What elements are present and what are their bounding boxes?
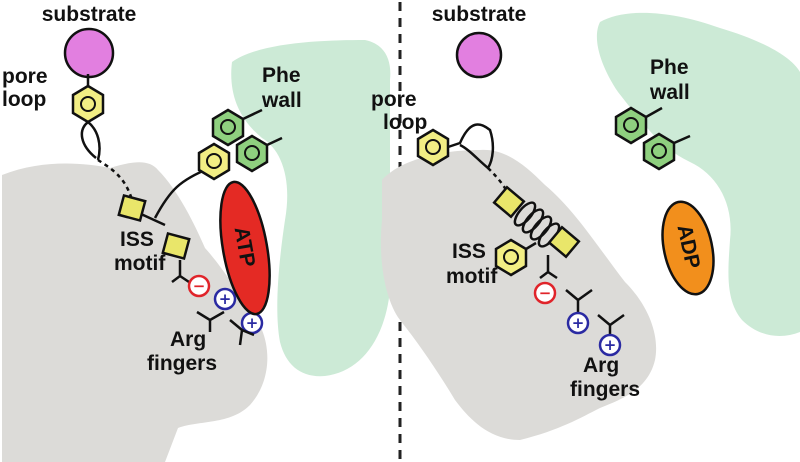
pore-loop-tyr-icon bbox=[71, 74, 105, 124]
pore-loop-tyr-icon bbox=[416, 128, 450, 167]
right-panel: substrate pore loop ISS motif − bbox=[371, 3, 800, 440]
iss-label: ISS bbox=[120, 228, 154, 251]
protein-body bbox=[380, 149, 657, 440]
phe-wall bbox=[596, 12, 800, 336]
substrate-icon bbox=[63, 27, 115, 79]
phe-wall bbox=[231, 40, 391, 377]
loop-label: loop bbox=[2, 88, 46, 111]
pore-loop-backbone bbox=[80, 120, 101, 161]
phe-ring-icon-2 bbox=[235, 134, 269, 173]
adp-icon bbox=[661, 200, 715, 296]
pore-loop-backbone bbox=[447, 123, 495, 170]
atp-icon bbox=[219, 180, 271, 316]
motif-label: motif bbox=[446, 265, 498, 288]
svg-text:+: + bbox=[572, 314, 585, 332]
iss-box-1 bbox=[117, 193, 147, 223]
arg-label: Arg bbox=[170, 328, 206, 351]
yellow-ring-icon bbox=[197, 142, 231, 181]
motif-label: motif bbox=[114, 252, 166, 275]
fingers-label: fingers bbox=[147, 352, 217, 375]
neg-charge-icon bbox=[533, 281, 557, 305]
iss-box-2 bbox=[161, 231, 191, 261]
pos-charge-icon-1 bbox=[213, 287, 237, 311]
iss-label: ISS bbox=[452, 240, 486, 263]
loop-label: loop bbox=[383, 111, 427, 134]
fingers-label: fingers bbox=[570, 378, 640, 401]
phe-ring-icon-2 bbox=[642, 132, 676, 171]
phe-label: Phe bbox=[650, 56, 689, 79]
substrate-label: substrate bbox=[432, 3, 527, 26]
arg-finger-icon-2 bbox=[229, 319, 255, 346]
arg-finger-icon-1 bbox=[565, 288, 593, 312]
arg-label: Arg bbox=[583, 354, 619, 377]
pore-label: pore bbox=[2, 65, 48, 88]
arg-finger-icon-2 bbox=[597, 313, 625, 335]
pos-charge-icon-2 bbox=[598, 333, 622, 357]
phe-ring-icon-1 bbox=[211, 108, 245, 147]
substrate-label: substrate bbox=[42, 3, 137, 26]
neg-charge-icon bbox=[187, 274, 211, 298]
svg-text:+: + bbox=[604, 336, 617, 354]
wall-label: wall bbox=[261, 89, 302, 112]
pore-label: pore bbox=[371, 88, 417, 111]
arg-finger-icon-1 bbox=[196, 310, 225, 332]
phe-label: Phe bbox=[262, 64, 301, 87]
svg-text:−: − bbox=[193, 277, 206, 295]
left-panel: substrate pore loop ISS motif − + + Arg … bbox=[2, 3, 391, 462]
svg-text:+: + bbox=[246, 314, 259, 332]
substrate-icon bbox=[455, 31, 503, 79]
glutamate-icon bbox=[539, 255, 558, 280]
phe-ring-icon-1 bbox=[614, 106, 648, 145]
svg-text:+: + bbox=[219, 290, 232, 308]
yellow-ring-icon bbox=[494, 238, 537, 277]
protein-body bbox=[2, 162, 268, 462]
wall-label: wall bbox=[649, 81, 690, 104]
iss-box-1 bbox=[492, 185, 526, 219]
svg-text:−: − bbox=[539, 284, 552, 302]
pos-charge-icon-1 bbox=[566, 311, 590, 335]
iss-box-2 bbox=[547, 225, 581, 259]
glutamate-icon bbox=[171, 260, 190, 284]
